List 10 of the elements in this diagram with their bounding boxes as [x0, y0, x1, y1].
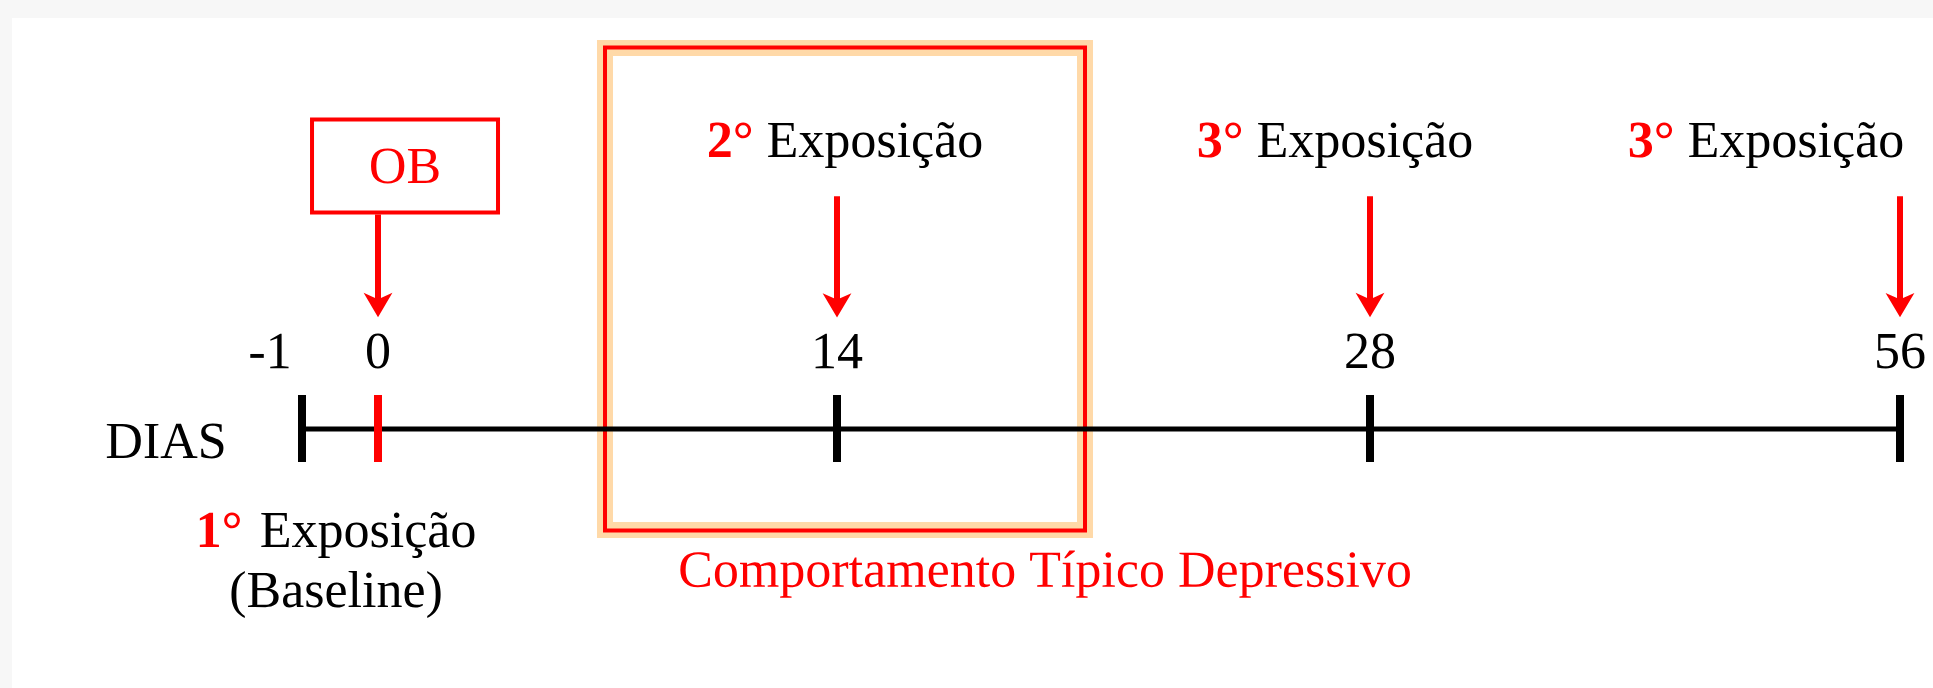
day-number: 56 — [1877, 333, 1925, 369]
day-number: 28 — [1346, 333, 1395, 369]
axis-label: DIAS — [106, 423, 224, 459]
day-number: -1 — [250, 333, 289, 369]
day-number: 0 — [367, 333, 390, 369]
box-caption: Comportamento Típico Depressivo — [680, 550, 1410, 598]
event-label: 3° Exposição — [1629, 121, 1903, 169]
event-label: 3° Exposição — [1198, 121, 1472, 169]
event-label: 1° Exposição (Baseline) — [199, 511, 475, 619]
label-box: OB — [310, 117, 500, 215]
